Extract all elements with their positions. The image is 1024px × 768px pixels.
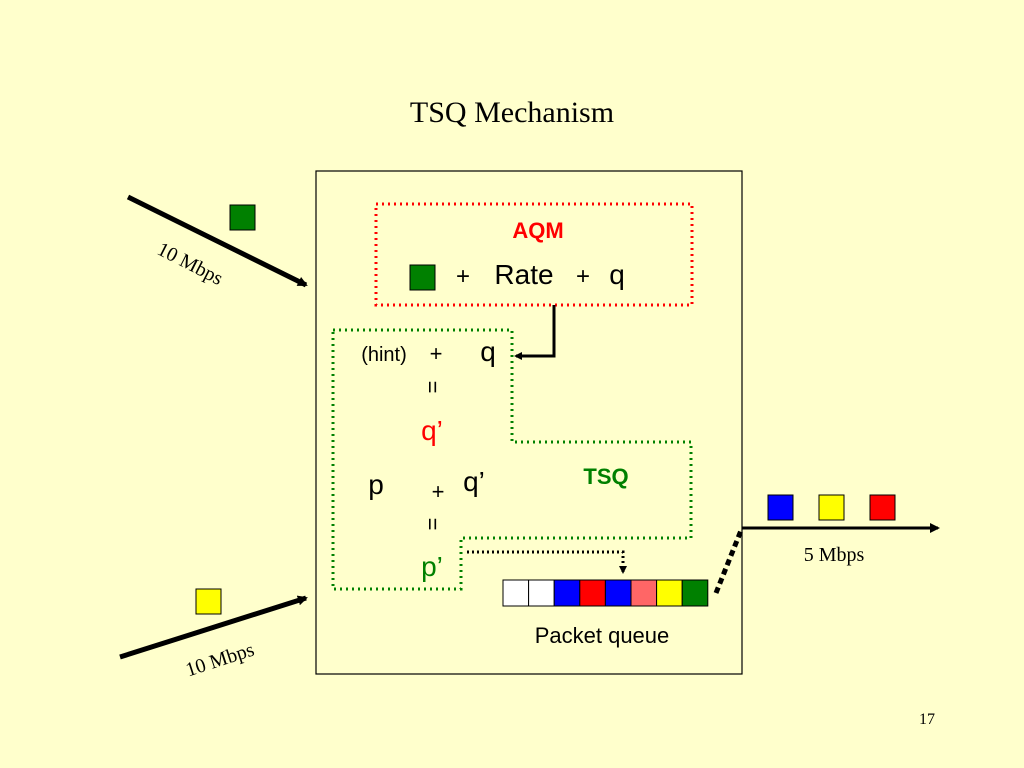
q-prime-result: q’ xyxy=(421,415,443,446)
queue-cell xyxy=(528,579,555,607)
queue-cell xyxy=(502,579,530,607)
p-prime-result: p’ xyxy=(421,551,443,582)
aqm-to-tsq-arrow xyxy=(514,305,556,360)
p-value: p xyxy=(368,469,384,500)
router-box xyxy=(315,170,743,675)
aqm-q: q xyxy=(609,259,625,290)
aqm-rate: Rate xyxy=(494,259,553,290)
queue-cell xyxy=(681,579,709,607)
page-number: 17 xyxy=(919,711,935,728)
hint-label: (hint) xyxy=(361,344,407,366)
outgoing-packet xyxy=(767,494,794,521)
packet-queue-label: Packet queue xyxy=(535,623,670,648)
equals-sign-2: = xyxy=(420,518,445,531)
outgoing-packet xyxy=(869,494,896,521)
queue-to-output-dashed-line xyxy=(713,527,745,594)
input-link-bottom-arrow xyxy=(119,595,308,660)
aqm-box xyxy=(374,202,694,307)
queue-cell xyxy=(656,579,683,607)
queue-cell xyxy=(579,579,606,607)
queue-cell xyxy=(553,579,581,607)
outgoing-packet xyxy=(818,494,845,521)
input-link-bottom-rate: 10 Mbps xyxy=(183,639,257,682)
tsq-q: q xyxy=(480,336,496,367)
hint-plus: + xyxy=(430,341,443,366)
q-prime-operand: q’ xyxy=(463,466,485,497)
output-link-rate: 5 Mbps xyxy=(804,544,865,566)
input-link-top-rate: 10 Mbps xyxy=(154,238,227,290)
queue-cell xyxy=(604,579,632,607)
outgoing-packets xyxy=(767,494,896,521)
p-prime-to-queue-arrow xyxy=(467,550,627,574)
aqm-plus-1: + xyxy=(456,263,470,290)
tsq-label: TSQ xyxy=(583,464,628,489)
aqm-packet-marker xyxy=(409,264,436,291)
incoming-packet-top xyxy=(229,204,256,231)
aqm-plus-2: + xyxy=(576,263,590,290)
equals-sign-1: = xyxy=(420,381,445,394)
incoming-packet-bottom xyxy=(195,588,222,615)
aqm-label: AQM xyxy=(512,218,563,243)
queue-cell xyxy=(630,579,658,607)
pq-plus: + xyxy=(432,479,445,504)
input-link-top-arrow xyxy=(126,194,308,288)
tsq-box xyxy=(331,328,693,591)
packet-queue xyxy=(502,579,709,607)
slide-title: TSQ Mechanism xyxy=(410,96,614,129)
